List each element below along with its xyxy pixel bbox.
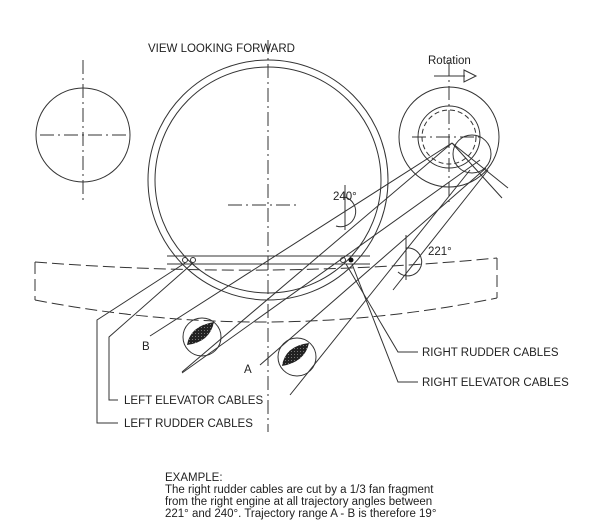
example-line: from the right engine at all trajectory … (165, 496, 432, 508)
fragment-impact-b (182, 317, 222, 357)
left-elevator-cables-label: LEFT ELEVATOR CABLES (124, 395, 263, 407)
floor-area (34, 255, 498, 323)
angle-240-label: 240° (333, 191, 357, 203)
right-rudder-cable (348, 257, 354, 263)
fan-fragment-circle (452, 134, 492, 174)
view-title: VIEW LOOKING FORWARD (148, 43, 295, 55)
point-a-label: A (244, 364, 252, 376)
fragment-impact-a (277, 337, 317, 377)
trajectory-lines (149, 142, 509, 396)
right-elevator-cables-label: RIGHT ELEVATOR CABLES (422, 377, 569, 389)
left-rudder-cable (182, 257, 188, 263)
right-elevator-cable (340, 257, 346, 263)
right-engine (398, 62, 500, 206)
example-line: The right rudder cables are cut by a 1/3… (165, 484, 434, 496)
example-heading: EXAMPLE: (165, 472, 223, 484)
rotation-label: Rotation (428, 55, 471, 67)
rotation-arrow-icon (434, 69, 478, 83)
left-elevator-cable (190, 257, 196, 263)
leader-lines (96, 262, 418, 424)
angle-arc-240 (335, 196, 357, 228)
angle-221-label: 221° (428, 246, 452, 258)
angle-arc-221 (397, 247, 423, 277)
fuselage (147, 40, 389, 432)
left-engine (35, 60, 131, 200)
example-line: 221° and 240°. Trajectory range A - B is… (165, 508, 436, 520)
left-rudder-cables-label: LEFT RUDDER CABLES (124, 418, 253, 430)
right-rudder-cables-label: RIGHT RUDDER CABLES (422, 347, 559, 359)
point-b-label: B (142, 341, 150, 353)
example-note: EXAMPLE: The right rudder cables are cut… (165, 472, 436, 520)
